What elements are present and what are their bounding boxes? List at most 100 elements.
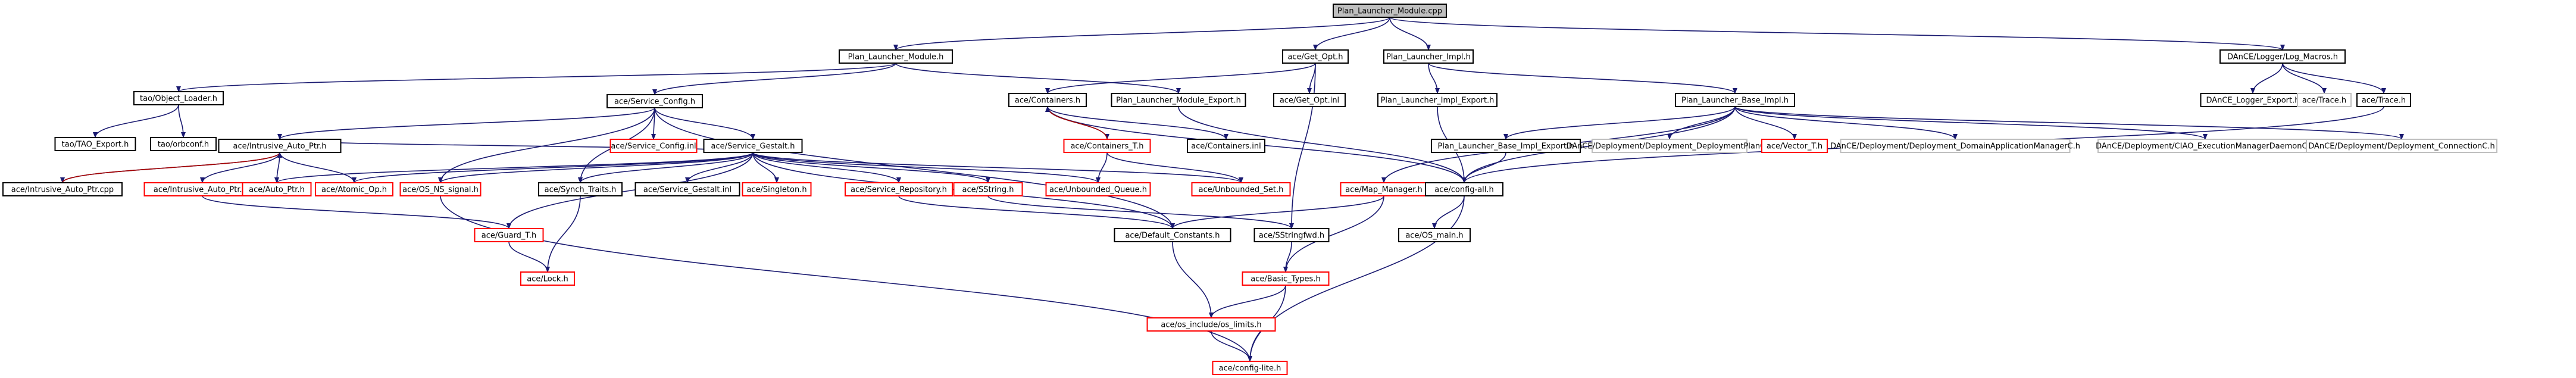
node-svcconfig-h[interactable]: ace/Service_Config.h — [607, 94, 703, 108]
edge-svcgestalt_h-to-svcgestalt_inl — [685, 152, 754, 183]
node-osns-signal-h[interactable]: ace/OS_NS_signal.h — [399, 182, 482, 196]
edge-svcgestalt_h-to-sstring_h — [752, 152, 990, 183]
node-label: ace/Containers.h — [1015, 96, 1080, 105]
node-taoexport-h[interactable]: tao/TAO_Export.h — [54, 137, 136, 151]
node-plm-export-h[interactable]: Plan_Launcher_Module_Export.h — [1111, 93, 1246, 107]
edge-svcgestalt_h-to-svcrepo_h — [752, 152, 901, 183]
node-acetrace-h[interactable]: ace/Trace.h — [2297, 93, 2352, 107]
node-box — [1761, 139, 1828, 153]
node-oslimits-h[interactable]: ace/os_include/os_limits.h — [1146, 317, 1276, 332]
edge-svcgestalt_h-to-atomicop_h — [352, 152, 754, 183]
node-label: Plan_Launcher_Base_Impl_Export.h — [1437, 142, 1574, 151]
edge-containers_t_h-to-unbq_h — [1096, 152, 1108, 183]
node-synchtraits-h[interactable]: ace/Synch_Traits.h — [538, 182, 623, 196]
node-box — [742, 182, 812, 196]
node-vector-t-h[interactable]: ace/Vector_T.h — [1761, 139, 1828, 153]
node-label: Plan_Launcher_Module.cpp — [1337, 7, 1442, 16]
node-label: ace/Service_Config.inl — [611, 142, 696, 151]
edge-logmacros_h-to-logger_export_h — [2250, 63, 2283, 94]
node-iap-inl[interactable]: ace/Intrusive_Auto_Ptr.inl — [143, 182, 261, 196]
node-plbi-export-h[interactable]: Plan_Launcher_Base_Impl_Export.h — [1431, 139, 1581, 153]
node-iap-cpp[interactable]: ace/Intrusive_Auto_Ptr.cpp — [2, 182, 123, 196]
node-label: ace/Intrusive_Auto_Ptr.cpp — [11, 186, 114, 195]
node-sstringfwd-h[interactable]: ace/SStringfwd.h — [1253, 228, 1330, 242]
node-dd-conn-h[interactable]: DAnCE/Deployment/Deployment_ConnectionC.… — [2306, 139, 2497, 153]
node-getopt-inl[interactable]: ace/Get_Opt.inl — [1273, 93, 1346, 107]
node-logger-export-h[interactable]: DAnCE_Logger_Export.h — [2200, 93, 2306, 107]
node-dd-planc-h[interactable]: DAnCE/Deployment/Deployment_DeploymentPl… — [1566, 139, 1773, 153]
edge-svcgestalt_h-to-synchtraits_h — [578, 152, 754, 183]
node-unbset-h[interactable]: ace/Unbounded_Set.h — [1191, 182, 1291, 196]
node-box — [1383, 49, 1474, 64]
node-box — [2, 182, 123, 196]
node-label: ace/Intrusive_Auto_Ptr.inl — [154, 186, 251, 195]
node-unbq-h[interactable]: ace/Unbounded_Queue.h — [1045, 182, 1151, 196]
edge-plbi_h-to-ciao_exec_h — [1734, 106, 2208, 140]
node-containers-t-h[interactable]: ace/Containers_T.h — [1063, 139, 1151, 153]
node-containers-h[interactable]: ace/Containers.h — [1008, 93, 1087, 107]
edge-svcrepo_h-to-defconst_h — [898, 195, 1175, 229]
node-svcrepo-h[interactable]: ace/Service_Repository.h — [845, 182, 953, 196]
node-label: ace/Basic_Types.h — [1251, 275, 1320, 284]
node-box — [1282, 49, 1349, 64]
node-label: ace/Service_Repository.h — [851, 186, 947, 195]
edge-iap_h-to-atomicop_h — [279, 152, 357, 183]
node-plbi-h[interactable]: Plan_Launcher_Base_Impl.h — [1675, 93, 1795, 107]
node-label: ace/Containers_T.h — [1070, 142, 1143, 151]
node-label: ace/Service_Gestalt.h — [711, 142, 795, 151]
node-label: ace/os_include/os_limits.h — [1161, 321, 1261, 330]
node-svcconfig-inl[interactable]: ace/Service_Config.inl — [609, 139, 698, 153]
node-logmacros-h[interactable]: DAnCE/Logger/Log_Macros.h — [2219, 49, 2346, 64]
edge-getopt_h-to-containers_h — [1045, 63, 1316, 94]
node-containers-inl[interactable]: ace/Containers.inl — [1187, 139, 1265, 153]
node-lock-h[interactable]: ace/Lock.h — [520, 271, 575, 286]
node-getopt-h[interactable]: ace/Get_Opt.h — [1282, 49, 1349, 64]
node-guard-t-h[interactable]: ace/Guard_T.h — [474, 228, 544, 242]
node-configall-h[interactable]: ace/config-all.h — [1425, 182, 1503, 196]
node-label: ace/config-lite.h — [1219, 364, 1281, 373]
edge-svcconfig_h-to-svcgestalt_h — [654, 107, 755, 140]
node-label: ace/Lock.h — [527, 275, 568, 284]
node-box — [1212, 361, 1288, 375]
node-iap-h[interactable]: ace/Intrusive_Auto_Ptr.h — [218, 139, 342, 153]
node-label: tao/Object_Loader.h — [140, 95, 217, 104]
node-defconst-h[interactable]: ace/Default_Constants.h — [1114, 228, 1231, 242]
node-box — [845, 182, 953, 196]
node-box — [54, 137, 136, 151]
node-box — [218, 139, 342, 153]
node-ciao-exec-h[interactable]: DAnCE/Deployment/CIAO_ExecutionManagerDa… — [2096, 139, 2315, 153]
node-box — [2219, 49, 2346, 64]
node-basictypes-h[interactable]: ace/Basic_Types.h — [1242, 271, 1330, 286]
node-atomicop-h[interactable]: ace/Atomic_Op.h — [315, 182, 393, 196]
node-pli-export-h[interactable]: Plan_Launcher_Impl_Export.h — [1377, 93, 1498, 107]
node-plm-h[interactable]: Plan_Launcher_Module.h — [839, 49, 953, 64]
node-acetrace-h2[interactable]: ace/Trace.h — [2356, 93, 2411, 107]
node-box — [1253, 228, 1330, 242]
node-svcgestalt-inl[interactable]: ace/Service_Gestalt.inl — [634, 182, 740, 196]
edge-plbi_h-to-dd_planc_h — [1667, 106, 1736, 140]
node-box — [133, 91, 224, 105]
node-osmain-h[interactable]: ace/OS_main.h — [1398, 228, 1471, 242]
node-singleton-h[interactable]: ace/Singleton.h — [742, 182, 812, 196]
node-pli-h[interactable]: Plan_Launcher_Impl.h — [1383, 49, 1474, 64]
node-label: Plan_Launcher_Impl.h — [1386, 53, 1471, 62]
node-sstring-h[interactable]: ace/SString.h — [953, 182, 1023, 196]
node-box — [1146, 317, 1276, 332]
node-svcgestalt-h[interactable]: ace/Service_Gestalt.h — [703, 139, 803, 153]
node-configlite-h[interactable]: ace/config-lite.h — [1212, 361, 1288, 375]
node-box — [1431, 139, 1581, 153]
edge-containers_t_h-to-unbset_h — [1106, 152, 1243, 183]
node-box — [703, 139, 803, 153]
node-box — [953, 182, 1023, 196]
node-objloader-h[interactable]: tao/Object_Loader.h — [133, 91, 224, 105]
edge-svcgestalt_h-to-guard_t_h — [507, 152, 754, 229]
node-autoptr-h[interactable]: ace/Auto_Ptr.h — [242, 182, 312, 196]
node-dd-domainapp-h[interactable]: DAnCE/Deployment/Deployment_DomainApplic… — [1830, 139, 2080, 153]
node-mapmgr-h[interactable]: ace/Map_Manager.h — [1340, 182, 1428, 196]
node-box — [1191, 182, 1291, 196]
edge-mapmgr_h-to-defconst_h — [1170, 195, 1384, 229]
edge-oslimits_h-to-configlite_h — [1211, 330, 1252, 362]
node-box — [474, 228, 544, 242]
node-orbconf-h[interactable]: tao/orbconf.h — [150, 137, 217, 151]
